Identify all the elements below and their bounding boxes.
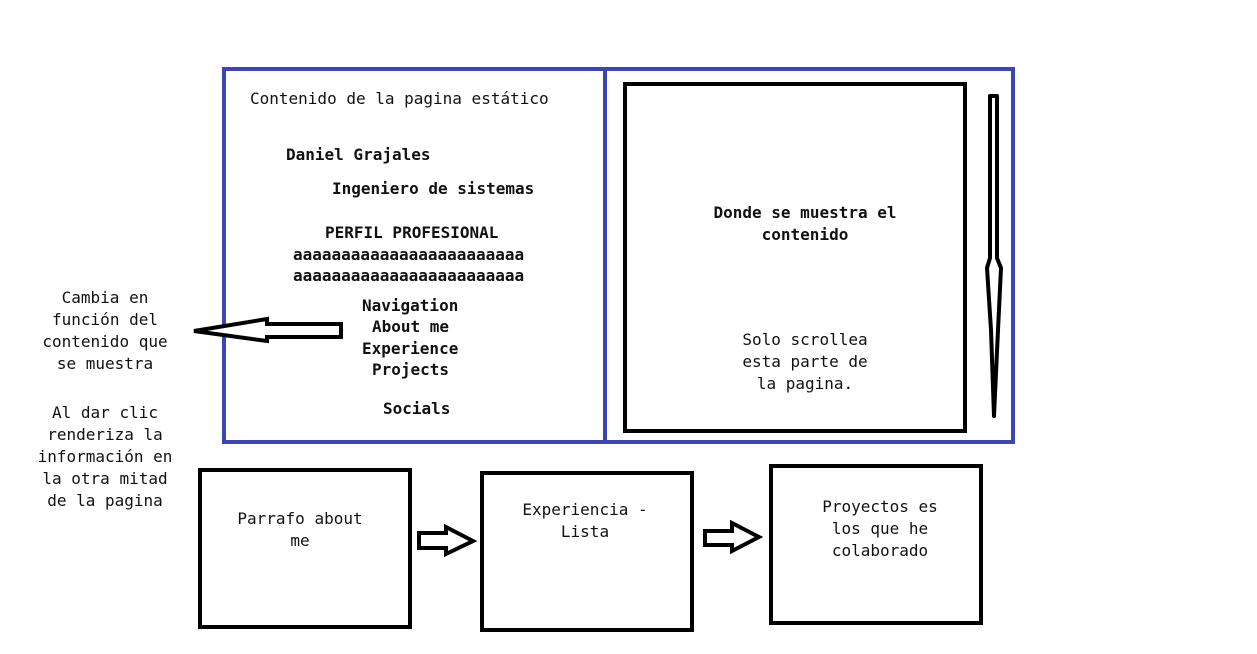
profile-section-title: PERFIL PROFESIONAL <box>325 223 499 242</box>
scroll-note: Solo scrollea esta parte de la pagina. <box>742 330 868 393</box>
right-arrow-icon <box>703 519 764 555</box>
about-box-label: Parrafo about me <box>237 509 363 550</box>
nav-item-projects[interactable]: Projects <box>372 360 450 379</box>
panel-divider <box>603 67 607 444</box>
left-arrow-icon <box>193 316 343 344</box>
projects-box <box>769 464 983 625</box>
static-panel-frame <box>222 67 1015 444</box>
content-panel-box <box>623 82 967 433</box>
socials-label: Socials <box>383 399 451 418</box>
nav-item-about-me[interactable]: About me <box>372 317 450 336</box>
right-arrow-icon <box>417 523 478 558</box>
nav-title: Navigation <box>362 296 459 315</box>
nav-item-experience[interactable]: Experience <box>362 339 459 358</box>
about-box <box>198 468 412 629</box>
scroll-indicator-icon <box>985 94 1003 418</box>
experience-box-label: Experiencia - Lista <box>522 500 648 541</box>
projects-box-label: Proyectos es los que he colaborado <box>822 497 938 560</box>
profile-name: Daniel Grajales <box>286 145 431 164</box>
note-changes-with-content: Cambia en función del contenido que se m… <box>42 288 168 373</box>
note-click-renders: Al dar clic renderiza la información en … <box>37 403 173 510</box>
static-content-label: Contenido de la pagina estático <box>250 89 549 108</box>
profile-text-line-1: aaaaaaaaaaaaaaaaaaaaaaaa <box>293 245 525 264</box>
experience-box <box>480 471 694 632</box>
profile-role: Ingeniero de sistemas <box>332 179 535 198</box>
profile-text-line-2: aaaaaaaaaaaaaaaaaaaaaaaa <box>293 266 525 285</box>
content-area-label: Donde se muestra el contenido <box>713 203 897 244</box>
